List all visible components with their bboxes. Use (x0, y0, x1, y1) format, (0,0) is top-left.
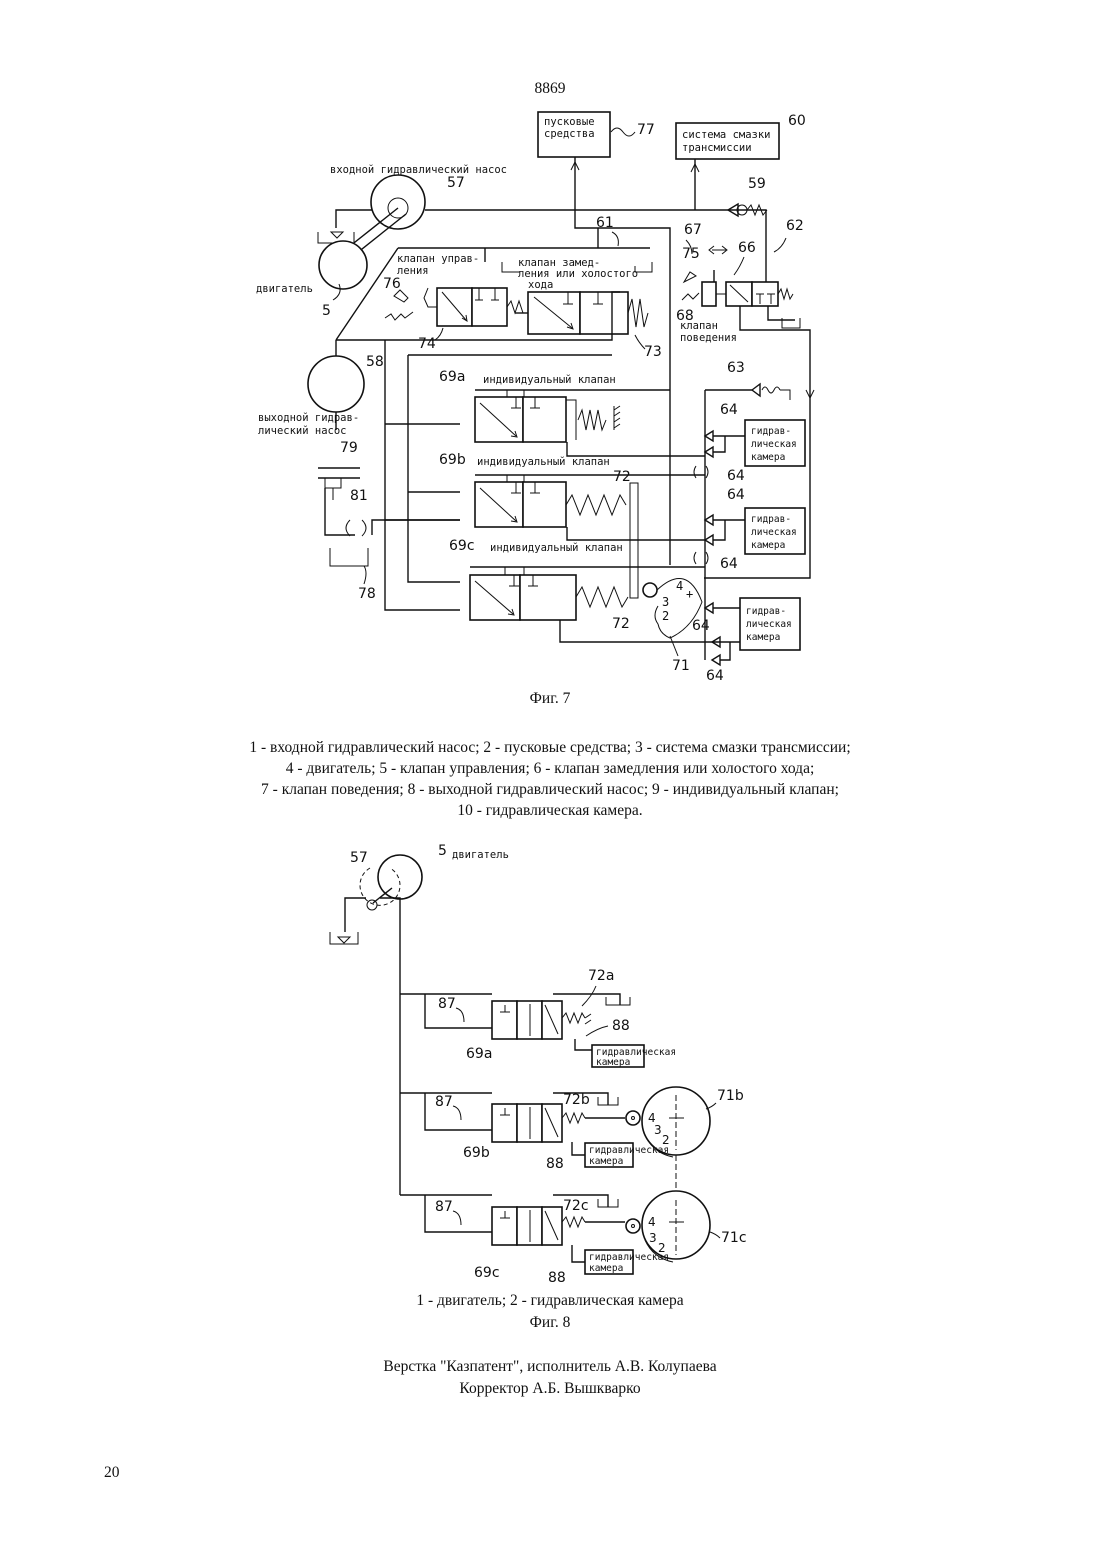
f8-ref-87-c: 87 (435, 1199, 453, 1215)
f8-ref-87-a: 87 (438, 996, 456, 1012)
svg-text:гидравлическая: гидравлическая (589, 1145, 669, 1156)
f8-ref-87-b: 87 (435, 1094, 453, 1110)
svg-text:камера: камера (589, 1156, 623, 1167)
svg-text:3: 3 (654, 1123, 662, 1137)
f8-ref-71b: 71b (717, 1088, 744, 1104)
svg-text:4: 4 (648, 1215, 656, 1229)
svg-text:камера: камера (589, 1263, 623, 1274)
f8-ref-69c: 69c (474, 1265, 500, 1281)
credits-line: Верстка "Казпатент", исполнитель А.В. Ко… (0, 1356, 1100, 1377)
valve-69c (492, 1207, 562, 1245)
f8-chamber-a: гидравлическая камера (592, 1045, 676, 1068)
f8-engine-label: двигатель (452, 849, 509, 861)
corrector-line: Корректор А.Б. Вышкварко (0, 1378, 1100, 1399)
f8-ref-5: 5 (438, 843, 447, 859)
f8-ref-72c: 72c (563, 1198, 589, 1214)
f8-ref-88-c: 88 (548, 1270, 566, 1286)
f8-ref-69b: 69b (463, 1145, 490, 1161)
f8-ref-88-b: 88 (546, 1156, 564, 1172)
valve-69a (492, 1001, 562, 1039)
f8-ref-57: 57 (350, 850, 368, 866)
figure-8-legend: 1 - двигатель; 2 - гидравлическая камера (0, 1290, 1100, 1311)
f8-chamber-b: гидравлическая камера (585, 1143, 669, 1167)
f8-chamber-c: гидравлическая камера (585, 1250, 669, 1274)
figure-8-caption: Фиг. 8 (0, 1312, 1100, 1333)
f8-ref-69a: 69a (466, 1046, 492, 1062)
f8-ref-71c: 71c (721, 1230, 747, 1246)
f8-ref-88-a: 88 (612, 1018, 630, 1034)
f8-ref-72a: 72a (588, 968, 614, 984)
svg-text:гидравлическая: гидравлическая (589, 1252, 669, 1263)
f8-ref-72b: 72b (563, 1092, 590, 1108)
valve-69b (492, 1104, 562, 1142)
svg-text:камера: камера (596, 1057, 630, 1068)
svg-text:3: 3 (649, 1231, 657, 1245)
page-number: 20 (104, 1462, 120, 1483)
